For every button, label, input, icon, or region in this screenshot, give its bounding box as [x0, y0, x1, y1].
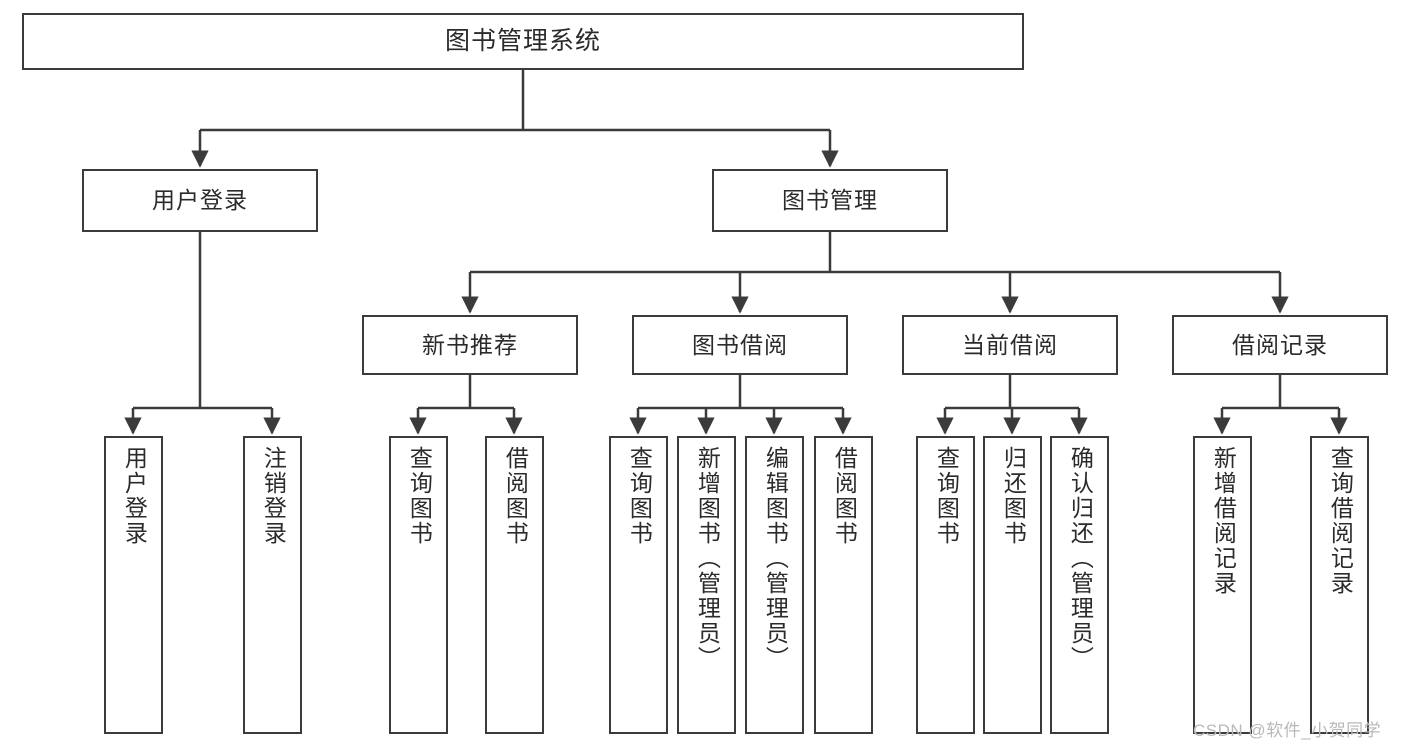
node-leaf-edit-book-label: 编辑图书（管理员）	[762, 446, 789, 671]
watermark: CSDN @软件_小贺同学	[1193, 721, 1382, 740]
node-book-borrow-label: 图书借阅	[692, 331, 788, 358]
node-leaf-add-record[interactable]: 新增借阅记录	[1193, 436, 1252, 734]
node-book-borrow[interactable]: 图书借阅	[632, 315, 848, 375]
node-leaf-borrow-book-2-label: 借阅图书	[831, 446, 858, 546]
node-book-management-label: 图书管理	[782, 187, 878, 214]
node-leaf-return-book-label: 归还图书	[1000, 446, 1027, 546]
node-borrow-record-label: 借阅记录	[1232, 331, 1328, 358]
node-leaf-query-book-3-label: 查询图书	[933, 446, 960, 546]
node-leaf-logout-login-label: 注销登录	[260, 446, 287, 546]
node-leaf-confirm-return-label: 确认归还（管理员）	[1067, 446, 1094, 671]
node-leaf-user-login[interactable]: 用户登录	[104, 436, 163, 734]
node-leaf-user-login-label: 用户登录	[121, 446, 148, 546]
node-root[interactable]: 图书管理系统	[22, 13, 1024, 70]
node-leaf-return-book[interactable]: 归还图书	[983, 436, 1042, 734]
node-leaf-add-book[interactable]: 新增图书（管理员）	[677, 436, 736, 734]
node-leaf-borrow-book-2[interactable]: 借阅图书	[814, 436, 873, 734]
node-user-login-label: 用户登录	[152, 187, 248, 214]
node-leaf-query-book-3[interactable]: 查询图书	[916, 436, 975, 734]
node-current-borrow[interactable]: 当前借阅	[902, 315, 1118, 375]
node-leaf-query-book-1[interactable]: 查询图书	[389, 436, 448, 734]
node-new-book-recommend-label: 新书推荐	[422, 331, 518, 358]
node-leaf-query-book-2[interactable]: 查询图书	[609, 436, 668, 734]
node-new-book-recommend[interactable]: 新书推荐	[362, 315, 578, 375]
node-leaf-confirm-return[interactable]: 确认归还（管理员）	[1050, 436, 1109, 734]
node-leaf-query-record[interactable]: 查询借阅记录	[1310, 436, 1369, 734]
node-leaf-query-record-label: 查询借阅记录	[1327, 446, 1354, 596]
node-leaf-query-book-1-label: 查询图书	[406, 446, 433, 546]
node-leaf-borrow-book-1-label: 借阅图书	[502, 446, 529, 546]
node-user-login[interactable]: 用户登录	[82, 169, 318, 232]
node-leaf-add-record-label: 新增借阅记录	[1210, 446, 1237, 596]
node-root-label: 图书管理系统	[444, 27, 601, 55]
node-book-management[interactable]: 图书管理	[712, 169, 948, 232]
node-current-borrow-label: 当前借阅	[962, 331, 1058, 358]
node-leaf-edit-book[interactable]: 编辑图书（管理员）	[745, 436, 804, 734]
node-leaf-borrow-book-1[interactable]: 借阅图书	[485, 436, 544, 734]
node-borrow-record[interactable]: 借阅记录	[1172, 315, 1388, 375]
node-leaf-query-book-2-label: 查询图书	[626, 446, 653, 546]
node-leaf-logout-login[interactable]: 注销登录	[243, 436, 302, 734]
node-leaf-add-book-label: 新增图书（管理员）	[694, 446, 721, 671]
